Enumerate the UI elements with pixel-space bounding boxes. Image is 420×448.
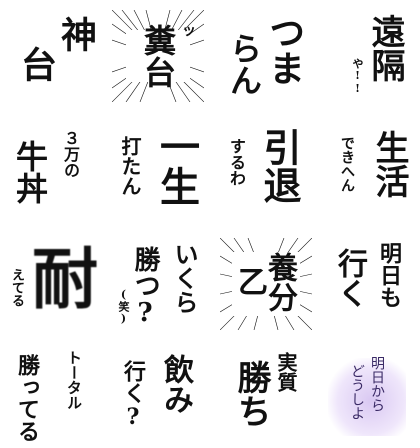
sticker-text-main: 引退 [257, 128, 302, 204]
sticker-text-main: いくら [170, 242, 199, 314]
purple-glow-background [328, 358, 406, 436]
speed-lines-burst [112, 10, 204, 102]
sticker-text-small: や!! [351, 58, 364, 95]
sticker-uttan[interactable]: 一生 打たん [114, 122, 206, 214]
sticker-text-second: 乙 [232, 266, 267, 296]
sticker-text-second: 行く? [120, 360, 146, 430]
sticker-text-second: 勝つ? [130, 246, 160, 328]
sticker-jishitsu[interactable]: 実質 勝ち [220, 350, 312, 442]
sticker-text-small: できへん [339, 136, 355, 192]
sticker-text-main: 耐 [32, 240, 98, 318]
sticker-text-main: 生活 [369, 130, 409, 198]
sticker-text-second: らん [225, 32, 263, 96]
sticker-yobun[interactable]: 養分 乙 [220, 238, 312, 330]
sticker-text-main: 飲み [158, 354, 193, 414]
sticker-doushiyo[interactable]: 明日から どうしよ [322, 350, 414, 442]
sticker-text-second: 行く [332, 248, 367, 308]
sticker-text-small: 打たん [118, 136, 142, 196]
sticker-enryo[interactable]: 遠隔 や!! [322, 10, 414, 102]
speed-lines-burst [220, 238, 312, 330]
sticker-tai[interactable]: 耐 えてる [6, 238, 98, 330]
sticker-seikatsu[interactable]: 生活 できへん [324, 122, 416, 214]
sticker-text-main: 神 [55, 16, 97, 52]
sticker-text-main: 牛丼 [11, 140, 49, 204]
sticker-text-second: 勝ち [231, 360, 271, 428]
sticker-text-main: 遠隔 [365, 14, 405, 82]
sticker-text-second: どうしよ [349, 364, 365, 420]
sticker-buntai[interactable]: 糞台 ッ [112, 10, 204, 102]
sticker-total[interactable]: トータル 勝ってる [6, 350, 98, 442]
sticker-gyudon[interactable]: 牛丼 ３万の [6, 122, 98, 214]
sticker-nomi[interactable]: 飲み 行く? [114, 350, 206, 442]
sticker-text-small: (笑) [117, 288, 130, 325]
sticker-intai[interactable]: 引退 するわ [220, 122, 312, 214]
sticker-text-main: 養分 [262, 252, 297, 312]
sticker-ashita[interactable]: 明日も 行く [324, 238, 416, 330]
sticker-text-main: 明日から [369, 356, 385, 412]
sticker-text-main: 一生 [153, 126, 200, 206]
sticker-text-main: トータル [65, 350, 83, 410]
sticker-text-small: ３万の [61, 130, 80, 178]
sticker-text-small: するわ [227, 138, 246, 186]
sticker-text-main: 実質 [274, 352, 298, 392]
sticker-text-second: 勝ってる [14, 354, 40, 442]
sticker-text-small: ッ [182, 23, 196, 39]
sticker-ikura[interactable]: いくら 勝つ? (笑) [114, 238, 206, 330]
sticker-text-main: 糞台 [139, 24, 177, 88]
sticker-tsumaran[interactable]: つま らん [220, 10, 312, 102]
sticker-text-main: つま [263, 14, 305, 86]
sticker-jingi[interactable]: 神 台 [6, 10, 98, 102]
sticker-text-second: 台 [15, 46, 57, 82]
sticker-text-main: 明日も [376, 242, 402, 308]
sticker-text-small: えてる [9, 268, 24, 307]
